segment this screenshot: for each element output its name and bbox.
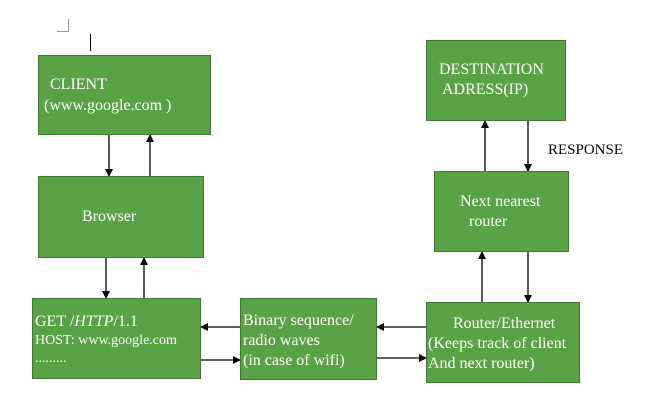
router-ethernet-box bbox=[426, 302, 580, 383]
router-line-2: (Keeps track of client bbox=[428, 335, 567, 352]
router-line-1: Router/Ethernet bbox=[453, 315, 556, 332]
client-box bbox=[38, 55, 211, 135]
destination-box bbox=[426, 40, 566, 121]
http-ellipsis: ......... bbox=[35, 351, 67, 366]
http-protocol: HTTP bbox=[74, 313, 114, 330]
destination-line-1: DESTINATION bbox=[439, 61, 544, 78]
response-label: RESPONSE bbox=[548, 142, 624, 158]
next-router-line-2: router bbox=[469, 213, 508, 230]
destination-line-2: ADRESS(IP) bbox=[442, 81, 529, 98]
page-corner-mark-horizontal bbox=[57, 31, 69, 32]
next-router-box bbox=[434, 171, 569, 252]
text-cursor bbox=[90, 34, 91, 51]
http-host-line: HOST: www.google.com bbox=[35, 333, 177, 348]
browser-label: Browser bbox=[82, 208, 137, 225]
binary-line-2: radio waves bbox=[243, 332, 320, 349]
http-version: /1.1 bbox=[113, 313, 138, 330]
client-title: CLIENT bbox=[50, 76, 107, 93]
page-corner-mark-vertical bbox=[68, 19, 69, 32]
client-domain: (www.google.com ) bbox=[44, 97, 172, 114]
http-request-box bbox=[32, 298, 201, 379]
binary-sequence-box bbox=[240, 298, 377, 380]
browser-box bbox=[38, 176, 204, 258]
next-router-line-1: Next nearest bbox=[460, 193, 541, 210]
binary-line-3: (in case of wifi) bbox=[243, 352, 345, 369]
binary-line-1: Binary sequence/ bbox=[243, 312, 354, 329]
router-line-3: And next router) bbox=[428, 355, 535, 372]
http-method: GET / bbox=[35, 313, 75, 330]
http-request-line: GET /HTTP/1.1 bbox=[35, 314, 138, 330]
